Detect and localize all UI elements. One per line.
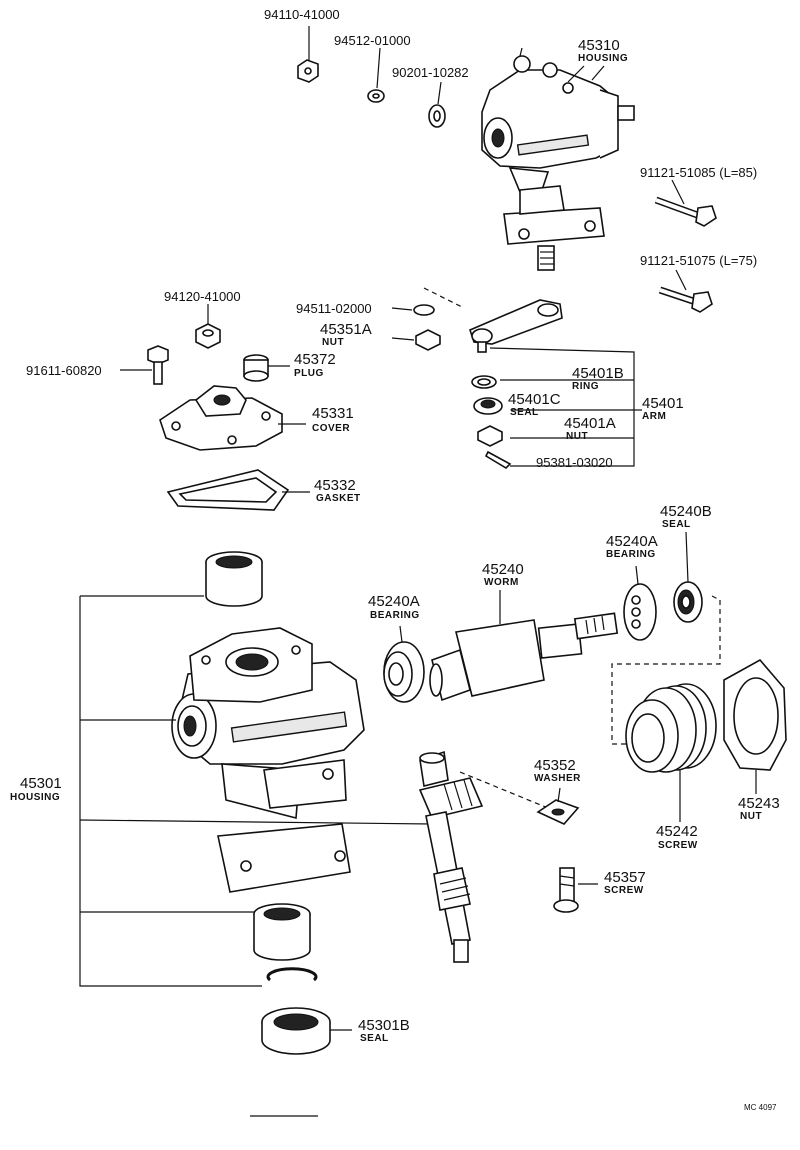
label-45310: 45310 — [578, 37, 620, 54]
bolt-91611 — [120, 345, 169, 385]
nut-45401A — [477, 425, 503, 447]
label-45310-name: HOUSING — [578, 53, 629, 64]
label-45357: 45357 — [604, 869, 646, 886]
label-94511-02000: 94511-02000 — [296, 301, 372, 316]
label-45301B-name: SEAL — [360, 1033, 389, 1044]
label-45372: 45372 — [294, 351, 336, 368]
hex-nut-94120 — [195, 304, 221, 349]
label-45240A-left-name: BEARING — [370, 610, 420, 621]
label-45301-name: HOUSING — [10, 792, 61, 803]
label-45401B-name: RING — [572, 381, 599, 392]
label-45301: 45301 — [20, 775, 62, 792]
label-90201-10282: 90201-10282 — [392, 65, 469, 80]
cotter-pin-95381 — [484, 450, 512, 470]
sector-shaft — [418, 750, 549, 963]
label-45301B: 45301B — [358, 1017, 410, 1034]
label-45401: 45401 — [642, 395, 684, 412]
hex-nut-94110 — [297, 26, 319, 83]
label-91121-51075: 91121-51075 (L=75) — [640, 253, 758, 268]
bearing-45240A-left — [383, 625, 425, 703]
label-45332: 45332 — [314, 477, 356, 494]
label-45240A-right-name: BEARING — [606, 549, 656, 560]
washer-94511 — [391, 304, 435, 316]
label-45332-name: GASKET — [316, 493, 361, 504]
label-45352: 45352 — [534, 757, 576, 774]
ring-45401B — [471, 375, 497, 389]
label-94120-41000: 94120-41000 — [164, 289, 241, 304]
bushing-upper — [205, 551, 263, 607]
adjusting-screw-45357 — [553, 867, 598, 913]
label-45357-name: SCREW — [604, 885, 644, 896]
bolt-91121-51085 — [654, 179, 717, 227]
catalog-code: MC 4097 — [744, 1103, 777, 1112]
label-45242: 45242 — [656, 823, 698, 840]
label-95381-03020: 95381-03020 — [536, 455, 613, 470]
seal-45240B — [673, 531, 703, 623]
label-45240B-name: SEAL — [662, 519, 691, 530]
worm-shaft-45240 — [429, 590, 619, 702]
bolt-91121-51075 — [658, 269, 713, 313]
cover-45331 — [159, 385, 306, 451]
pitman-arm-45401 — [469, 299, 642, 467]
label-45331-name: COVER — [312, 423, 351, 434]
label-45401C-name: SEAL — [510, 407, 539, 418]
label-94512-01000: 94512-01000 — [334, 33, 411, 48]
label-45240-name: WORM — [484, 577, 519, 588]
plug-45372 — [243, 354, 290, 382]
label-45331: 45331 — [312, 405, 354, 422]
label-45240: 45240 — [482, 561, 524, 578]
snap-ring — [266, 967, 318, 982]
label-45243-name: NUT — [740, 811, 763, 822]
label-45240B: 45240B — [660, 503, 712, 520]
steering-gear-housing-45301 — [79, 595, 433, 987]
label-45401A: 45401A — [564, 415, 616, 432]
seal-45401C — [473, 397, 503, 415]
nut-45351A — [391, 329, 441, 351]
bushing-lower — [253, 903, 311, 961]
label-45401B: 45401B — [572, 365, 624, 382]
steering-gear-housing-45310 — [481, 47, 635, 271]
label-45401C: 45401C — [508, 391, 561, 408]
label-45240A-right: 45240A — [606, 533, 658, 550]
label-45243: 45243 — [738, 795, 780, 812]
label-45351A-name: NUT — [322, 337, 345, 348]
label-91121-51085: 91121-51085 (L=85) — [640, 165, 758, 180]
gasket-45332 — [166, 469, 310, 511]
washer-90201 — [428, 81, 446, 128]
label-45351A: 45351A — [320, 321, 372, 338]
label-45240A-left: 45240A — [368, 593, 420, 610]
oil-seal-45301B — [261, 1007, 352, 1055]
washer-45352 — [536, 787, 580, 825]
adjusting-screw-45242 — [625, 683, 717, 822]
label-45401A-name: NUT — [566, 431, 589, 442]
label-45372-name: PLUG — [294, 368, 324, 379]
spring-washer-94512 — [367, 47, 385, 103]
label-45352-name: WASHER — [534, 773, 581, 784]
label-91611-60820: 91611-60820 — [26, 363, 102, 378]
label-45401-name: ARM — [642, 411, 667, 422]
bearing-45240A-right — [623, 565, 657, 641]
label-94110-41000: 94110-41000 — [264, 7, 340, 22]
label-45242-name: SCREW — [658, 840, 698, 851]
lock-nut-45243 — [723, 658, 787, 794]
